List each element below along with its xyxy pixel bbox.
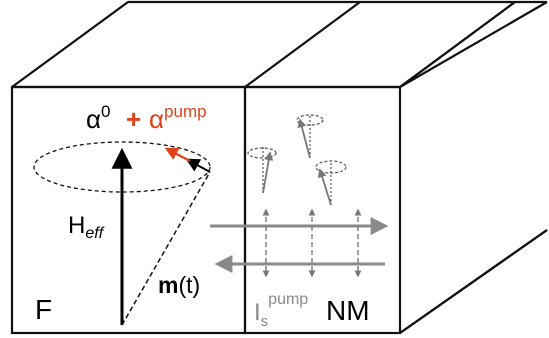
magnetization-label: m(t)	[158, 272, 200, 298]
h-eff-label: Heff	[68, 212, 105, 242]
spin-current-label: Ispump	[254, 291, 308, 330]
normal-metal-layer	[243, 85, 402, 335]
alpha-damping-label: α0	[86, 102, 111, 134]
box-right-face	[399, 0, 548, 334]
spin-polarization-arrows	[262, 208, 362, 278]
precessing-spin-3	[315, 160, 347, 206]
precessing-spin-1	[296, 114, 324, 159]
magnetization-vector	[121, 171, 211, 326]
damping-arrow-alpha0	[185, 158, 211, 173]
ferromagnet-label: F	[35, 294, 52, 325]
alpha-plus-label: +	[126, 104, 141, 134]
precessing-spin-2	[247, 147, 277, 194]
alpha-pump-label: αpump	[149, 102, 207, 134]
box-top-face	[10, 0, 517, 89]
damping-arrow-pump	[164, 147, 191, 162]
precession-orbit	[33, 141, 211, 193]
normal-metal-label: NM	[326, 295, 370, 326]
